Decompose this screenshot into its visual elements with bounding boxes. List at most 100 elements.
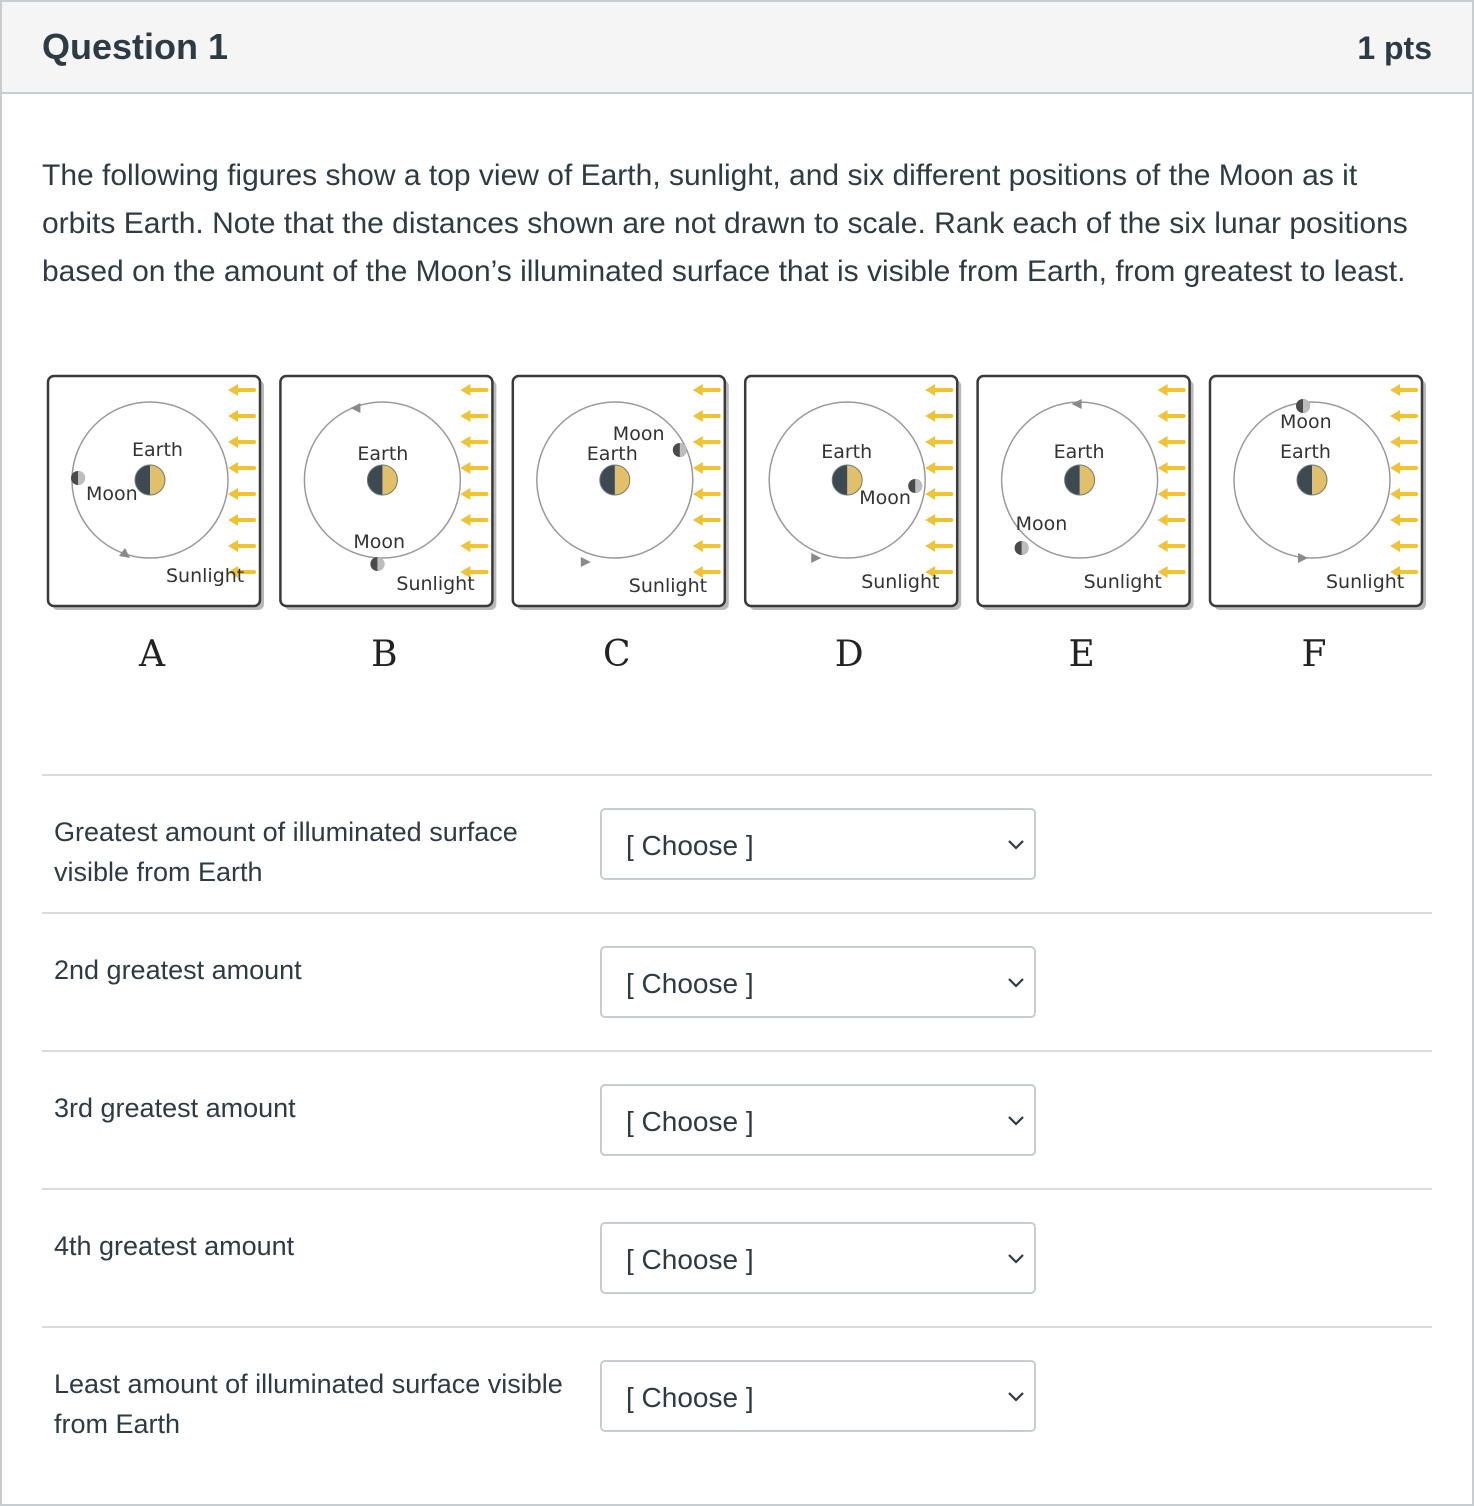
- sunlight-arrowhead: [460, 410, 471, 422]
- sunlight-arrowhead: [228, 514, 238, 526]
- orbit-direction-arrow: [119, 548, 130, 558]
- orbit-direction-arrow: [1071, 399, 1082, 409]
- earth-lit-half: [614, 465, 630, 495]
- select-value: [ Choose ]: [626, 1382, 754, 1413]
- earth-lit-half: [150, 465, 165, 495]
- earth-label: Earth: [821, 441, 872, 463]
- panel-letter: C: [603, 634, 631, 675]
- sunlight-arrowhead: [925, 410, 936, 422]
- question-title: Question 1: [42, 26, 229, 67]
- answer-label: Greatest amount of illuminated surface v…: [54, 817, 518, 887]
- answer-select-3rd[interactable]: [ Choose ]: [600, 1084, 1036, 1156]
- orbit-circle: [768, 401, 926, 559]
- panel-letter: D: [835, 634, 864, 675]
- sunlight-arrowhead: [228, 462, 238, 474]
- sunlight-arrowhead: [1157, 566, 1168, 578]
- sunlight-arrowhead: [1157, 436, 1168, 448]
- sunlight-arrowhead: [1390, 488, 1400, 500]
- sunlight-arrowhead: [692, 514, 703, 526]
- earth-label: Earth: [587, 443, 638, 465]
- sunlight-arrowhead: [925, 514, 936, 526]
- panel-letter: A: [138, 634, 166, 675]
- moon-label: Moon: [86, 483, 138, 505]
- answer-select-4th[interactable]: [ Choose ]: [600, 1222, 1036, 1294]
- sunlight-arrowhead: [228, 436, 238, 448]
- moon-label: Moon: [859, 487, 911, 509]
- sunlight-arrowhead: [1157, 410, 1168, 422]
- chevron-down-icon: [1008, 978, 1024, 988]
- sunlight-arrowhead: [460, 436, 471, 448]
- sunlight-arrowhead: [1157, 384, 1168, 396]
- sunlight-arrowhead: [1157, 514, 1168, 526]
- moon-lit-half: [1303, 399, 1310, 413]
- sunlight-arrowhead: [925, 436, 936, 448]
- sunlight-arrowhead: [1390, 514, 1400, 526]
- select-value: [ Choose ]: [626, 1244, 754, 1275]
- sunlight-arrowhead: [925, 540, 936, 552]
- answer-row: 2nd greatest amount [ Choose ]: [42, 912, 1432, 1050]
- panel-letter: E: [1068, 634, 1094, 675]
- sunlight-arrowhead: [228, 410, 238, 422]
- earth-lit-half: [1312, 465, 1327, 495]
- moon-lit-half: [78, 471, 85, 485]
- answer-list: Greatest amount of illuminated surface v…: [42, 774, 1432, 1498]
- sunlight-arrowhead: [925, 384, 936, 396]
- answer-select-least[interactable]: [ Choose ]: [600, 1360, 1036, 1432]
- sunlight-arrowhead: [692, 566, 703, 578]
- sunlight-arrowhead: [460, 488, 471, 500]
- sunlight-arrowhead: [1390, 566, 1400, 578]
- earth-label: Earth: [132, 439, 183, 461]
- sunlight-arrowhead: [692, 462, 703, 474]
- select-value: [ Choose ]: [626, 830, 754, 861]
- select-value: [ Choose ]: [626, 1106, 754, 1137]
- sunlight-arrowhead: [1390, 384, 1400, 396]
- answer-row: 4th greatest amount [ Choose ]: [42, 1188, 1432, 1326]
- orbit-direction-arrow: [350, 403, 361, 413]
- earth-outline: [1064, 464, 1096, 496]
- earth-outline: [366, 464, 398, 496]
- moon-lit-half: [377, 557, 385, 571]
- sunlight-arrowhead: [228, 540, 238, 552]
- earth-outline: [831, 464, 863, 496]
- sunlight-arrowhead: [460, 384, 471, 396]
- earth-lit-half: [847, 465, 863, 495]
- answer-row: 3rd greatest amount [ Choose ]: [42, 1050, 1432, 1188]
- sunlight-arrowhead: [460, 514, 471, 526]
- moon-lit-half: [1021, 541, 1029, 555]
- sunlight-arrowhead: [228, 566, 238, 578]
- sunlight-arrowhead: [925, 566, 936, 578]
- sunlight-label: Sunlight: [861, 571, 939, 593]
- sunlight-arrowhead: [1157, 462, 1168, 474]
- moon-label: Moon: [353, 531, 405, 553]
- earth-outline: [1296, 464, 1328, 496]
- sunlight-arrowhead: [925, 488, 936, 500]
- answer-select-2nd[interactable]: [ Choose ]: [600, 946, 1036, 1018]
- sunlight-arrowhead: [460, 540, 471, 552]
- sunlight-arrowhead: [1390, 410, 1400, 422]
- moon-label: Moon: [1016, 513, 1068, 535]
- answer-label: 3rd greatest amount: [54, 1093, 296, 1123]
- sunlight-label: Sunlight: [1084, 571, 1162, 593]
- sunlight-arrowhead: [460, 462, 471, 474]
- orbit-direction-arrow: [811, 553, 822, 563]
- moon-lit-half: [679, 443, 687, 457]
- chevron-down-icon: [1008, 1254, 1024, 1264]
- sunlight-arrowhead: [1157, 540, 1168, 552]
- sunlight-arrowhead: [692, 436, 703, 448]
- sunlight-arrowhead: [692, 384, 703, 396]
- moon-label: Moon: [1280, 411, 1332, 433]
- sunlight-arrowhead: [1390, 462, 1400, 474]
- question-header: Question 1 1 pts: [2, 2, 1472, 94]
- earth-label: Earth: [357, 443, 408, 465]
- sunlight-arrowhead: [692, 540, 703, 552]
- question-points: 1 pts: [1357, 30, 1432, 66]
- orbit-direction-arrow: [1298, 553, 1308, 563]
- answer-select-greatest[interactable]: [ Choose ]: [600, 808, 1036, 880]
- answer-label: Least amount of illuminated surface visi…: [54, 1369, 563, 1439]
